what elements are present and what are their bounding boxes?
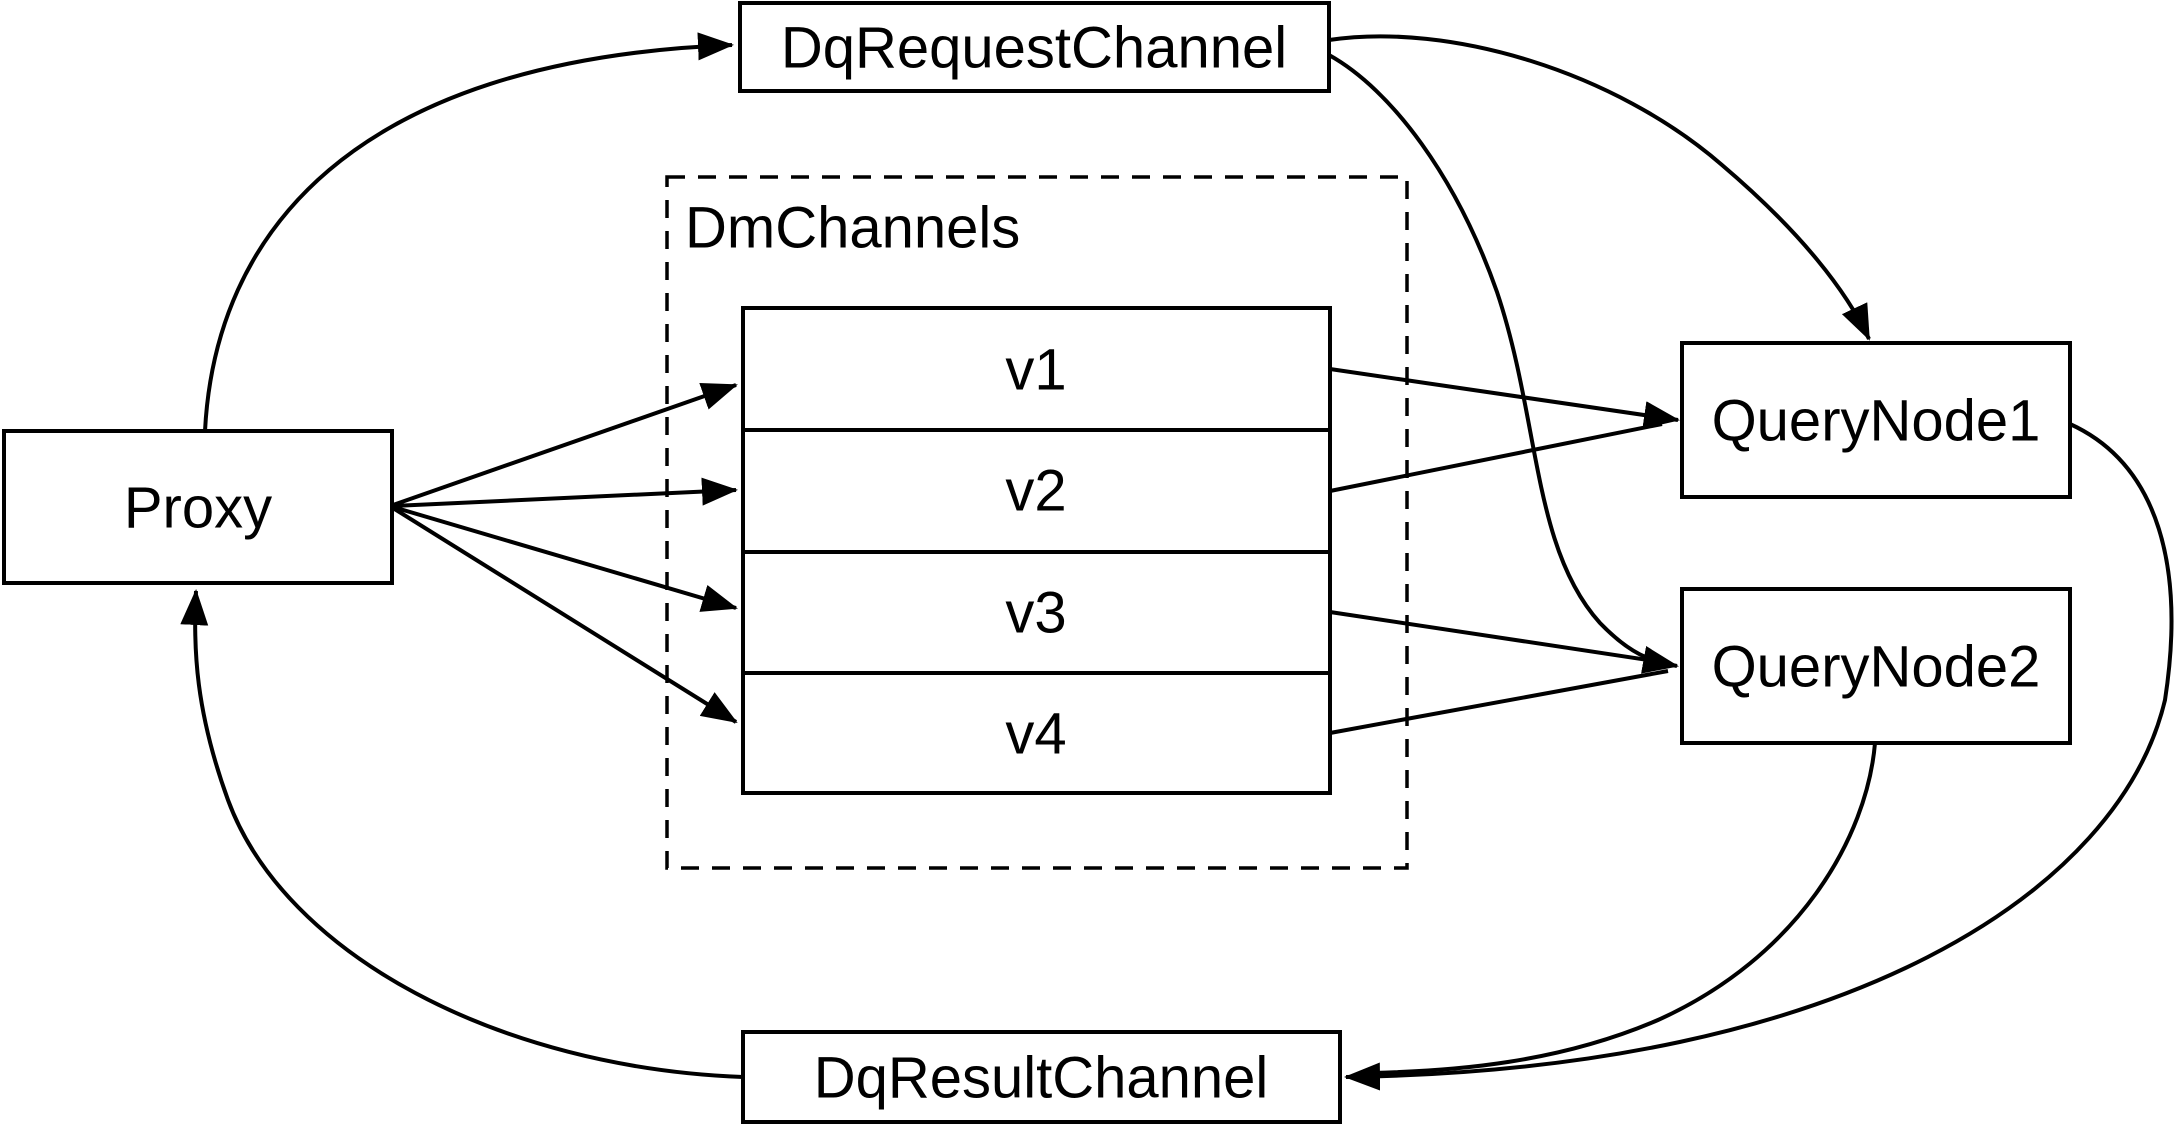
channel-v1-box bbox=[741, 306, 1332, 432]
channel-v3-box bbox=[741, 550, 1332, 675]
dqrequestchannel-label: DqRequestChannel bbox=[781, 16, 1287, 81]
querynode1-label: QueryNode1 bbox=[1712, 389, 2041, 454]
dqresultchannel-box bbox=[741, 1030, 1342, 1124]
channel-v4-box bbox=[741, 671, 1332, 795]
edge-proxy-to-v1 bbox=[392, 383, 738, 507]
edge-proxy-to-dqrequestchannel bbox=[203, 32, 734, 432]
edge-querynode1-to-dqresultchannel bbox=[1344, 422, 2174, 1091]
proxy-box bbox=[2, 429, 394, 585]
edge-proxy-to-v2 bbox=[392, 477, 738, 508]
edge-proxy-to-v3 bbox=[392, 505, 738, 612]
edge-proxy-to-v4 bbox=[391, 506, 738, 724]
channel-v3-label: v3 bbox=[1005, 581, 1066, 646]
node-dqresultchannel: DqResultChannel bbox=[741, 1030, 1342, 1124]
node-channel-v4: v4 bbox=[741, 671, 1332, 795]
edges bbox=[180, 32, 2174, 1091]
dmchannels-group-label: DmChannels bbox=[685, 196, 1020, 261]
querynode2-label: QueryNode2 bbox=[1712, 635, 2041, 700]
edge-dqresultchannel-to-proxy bbox=[180, 589, 744, 1079]
node-querynode2: QueryNode2 bbox=[1680, 587, 2072, 745]
node-channel-v3: v3 bbox=[741, 550, 1332, 675]
group-dmchannels: DmChannels bbox=[665, 175, 1409, 870]
channel-v2-label: v2 bbox=[1005, 459, 1066, 524]
node-dqrequestchannel: DqRequestChannel bbox=[738, 1, 1331, 93]
dqresultchannel-label: DqResultChannel bbox=[814, 1046, 1269, 1111]
edge-v3-to-querynode2 bbox=[1329, 610, 1669, 665]
edge-querynode2-to-dqresultchannel bbox=[1371, 742, 1877, 1075]
edge-dqrequestchannel-to-querynode1 bbox=[1328, 34, 1871, 341]
dmchannels-group-border bbox=[665, 175, 1409, 870]
channel-v2-box bbox=[741, 428, 1332, 554]
edge-v2-to-querynode1 bbox=[1329, 422, 1663, 493]
channel-v4-label: v4 bbox=[1005, 702, 1066, 767]
edge-v4-to-querynode2 bbox=[1329, 669, 1669, 735]
node-channel-v2: v2 bbox=[741, 428, 1332, 554]
node-proxy: Proxy bbox=[2, 429, 394, 585]
node-querynode1: QueryNode1 bbox=[1680, 341, 2072, 499]
querynode2-box bbox=[1680, 587, 2072, 745]
querynode1-box bbox=[1680, 341, 2072, 499]
edge-dqrequestchannel-to-querynode2 bbox=[1328, 53, 1679, 674]
dqrequestchannel-box bbox=[738, 1, 1331, 93]
proxy-label: Proxy bbox=[124, 476, 272, 541]
channel-v1-label: v1 bbox=[1005, 338, 1066, 403]
node-channel-v1: v1 bbox=[741, 306, 1332, 432]
edge-v1-to-querynode1 bbox=[1329, 367, 1680, 429]
